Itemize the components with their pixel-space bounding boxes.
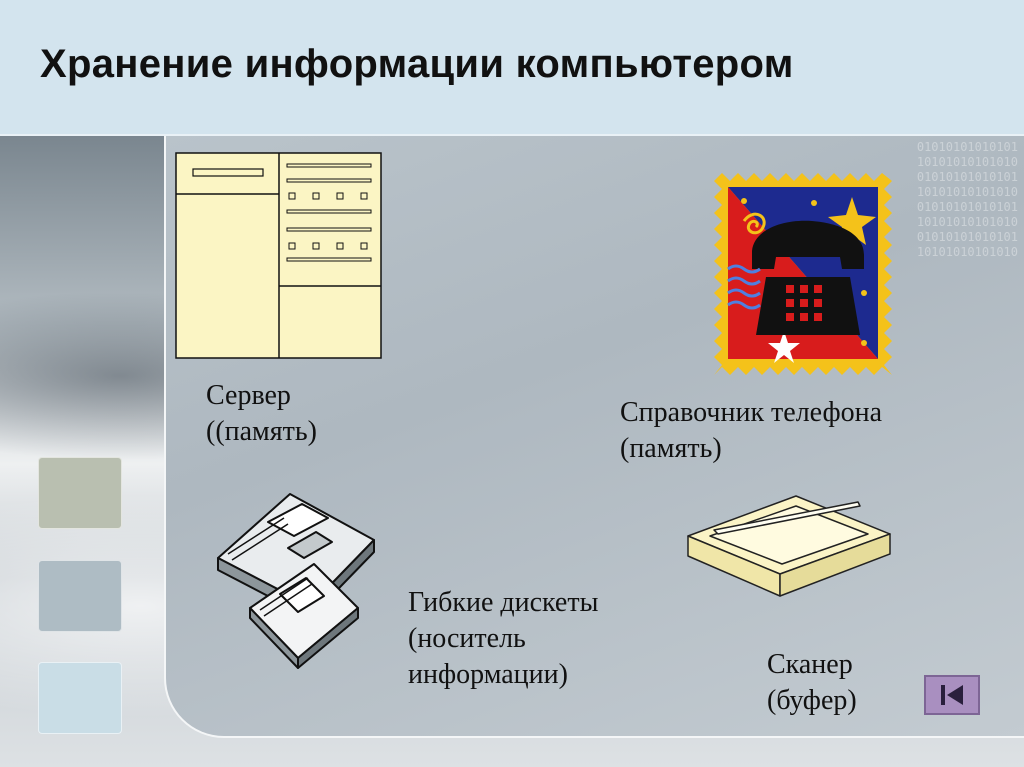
phonebook-label-line-1: Справочник телефона <box>620 397 883 428</box>
scanner-label-line-1: Сканер <box>767 649 853 680</box>
floppy-label-line-2: (носитель <box>408 623 526 654</box>
back-to-start-button[interactable] <box>924 675 980 715</box>
scanner-icon <box>687 495 891 597</box>
floppy-label-line-1: Гибкие дискеты <box>408 587 599 618</box>
server-label-line-2: ((память) <box>206 416 317 447</box>
server-label: Сервер ((память) <box>206 378 317 450</box>
server-icon <box>175 152 382 359</box>
floppy-label-line-3: информации) <box>408 659 568 690</box>
phonebook-label-line-2: (память) <box>620 433 722 464</box>
decor-square-3 <box>38 662 122 734</box>
decor-square-2 <box>38 560 122 632</box>
decor-square-1 <box>38 457 122 529</box>
title-bar: Хранение информации компьютером <box>0 0 1024 136</box>
page-title: Хранение информации компьютером <box>40 42 794 86</box>
skip-to-start-icon <box>941 685 963 705</box>
telephone-icon <box>714 173 892 375</box>
phonebook-label: Справочник телефона (память) <box>620 395 882 467</box>
floppy-label: Гибкие дискеты (носитель информации) <box>408 585 598 693</box>
server-label-line-1: Сервер <box>206 380 291 411</box>
scanner-label: Сканер (буфер) <box>767 647 857 719</box>
floppy-disks-icon <box>217 493 375 669</box>
scanner-label-line-2: (буфер) <box>767 685 857 716</box>
